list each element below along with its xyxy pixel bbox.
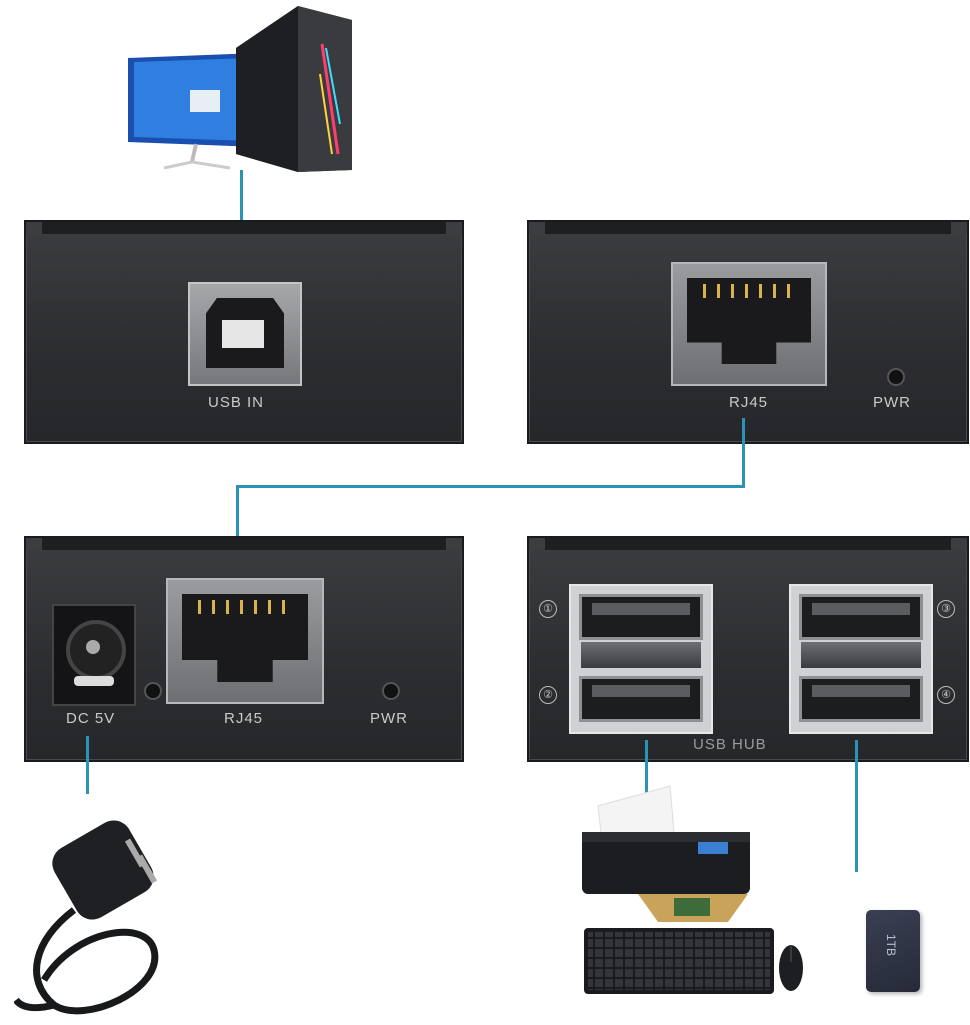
dc-5v-label: DC 5V	[66, 710, 116, 727]
usb-cable-printer	[645, 740, 648, 796]
receiver-rj45-panel: RJ45 PWR	[527, 220, 969, 444]
mouse-icon	[778, 944, 804, 992]
hard-drive-icon: 1TB	[866, 910, 920, 992]
rj45-label: RJ45	[224, 710, 264, 727]
power-adapter-icon	[13, 810, 184, 1020]
usb-hub-label: USB HUB	[693, 736, 767, 753]
port-number-2: ②	[539, 686, 557, 704]
usb-b-port	[188, 282, 302, 386]
receiver-usb-hub-panel: ① ② ③ ④ USB HUB	[527, 536, 969, 762]
dc-indicator	[144, 682, 162, 700]
drive-capacity-label: 1TB	[884, 933, 899, 957]
usb-a-ports-right	[789, 584, 933, 734]
usb-in-label: USB IN	[208, 394, 265, 411]
dc-jack	[52, 604, 136, 706]
pwr-label: PWR	[370, 710, 408, 727]
printer-icon	[578, 776, 754, 922]
ethernet-cable-drop	[236, 485, 239, 571]
power-cable	[86, 736, 89, 794]
port-number-4: ④	[937, 686, 955, 704]
ethernet-cable-down	[742, 418, 745, 488]
computer-icon	[126, 4, 356, 176]
pwr-label: PWR	[873, 394, 911, 411]
transmitter-rj45-panel: DC 5V RJ45 PWR	[24, 536, 464, 762]
power-indicator	[382, 682, 400, 700]
port-number-3: ③	[937, 600, 955, 618]
rj45-label: RJ45	[729, 394, 769, 411]
usb-cable-drive	[855, 740, 858, 872]
ethernet-cable-across	[236, 485, 745, 488]
power-indicator	[887, 368, 905, 386]
rj45-port	[671, 262, 827, 386]
transmitter-usb-panel: USB IN	[24, 220, 464, 444]
usb-a-ports-left	[569, 584, 713, 734]
keyboard-icon	[584, 928, 774, 994]
port-number-1: ①	[539, 600, 557, 618]
rj45-port	[166, 578, 324, 704]
